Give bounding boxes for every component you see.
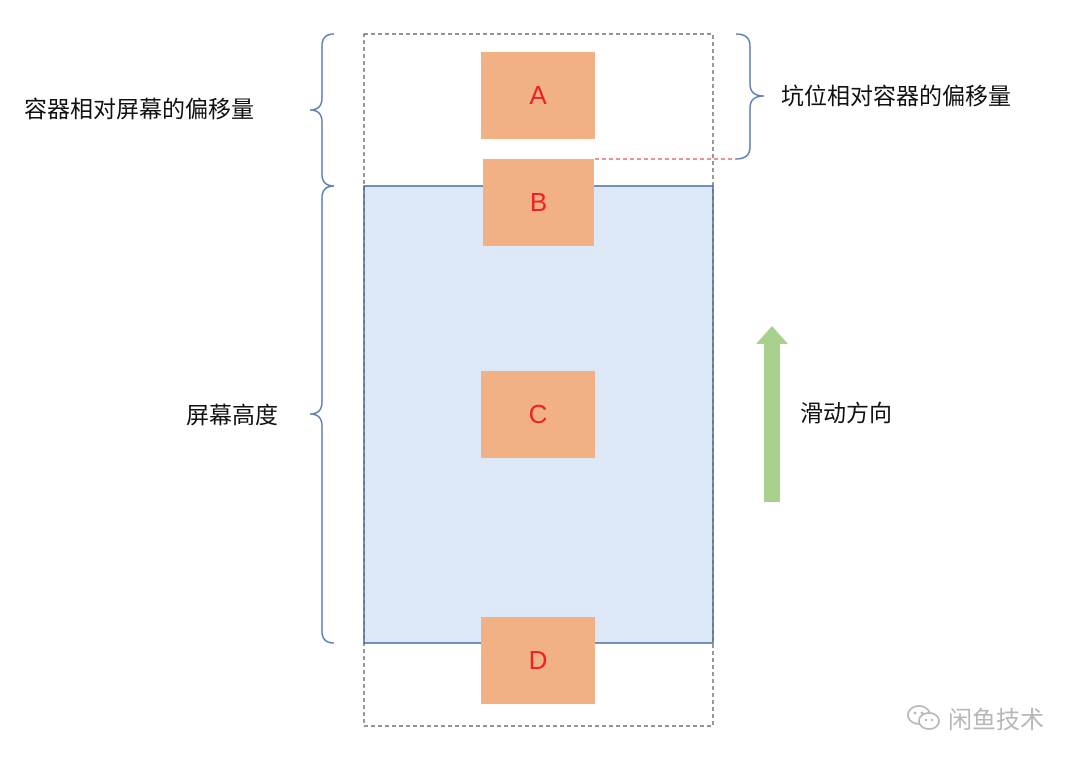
slot-box-b: B — [483, 159, 594, 246]
scroll-arrow-icon — [756, 326, 788, 502]
slot-box-b-label: B — [529, 187, 548, 217]
screen-height-label: 屏幕高度 — [186, 403, 278, 429]
slot-box-d: D — [481, 617, 595, 704]
container-outline — [363, 33, 714, 727]
wechat-icon — [907, 704, 940, 730]
scroll-direction-label: 滑动方向 — [800, 401, 892, 427]
watermark: 闲鱼技术 — [906, 700, 1044, 735]
screen-height-brace — [309, 185, 335, 644]
container-offset-label: 容器相对屏幕的偏移量 — [24, 97, 254, 123]
slot-box-d-label: D — [528, 645, 548, 675]
slot-box-a: A — [481, 52, 595, 139]
container-offset-brace — [309, 33, 335, 187]
slot-offset-brace — [735, 33, 765, 160]
slot-box-c-label: C — [528, 399, 548, 429]
slot-box-c: C — [481, 371, 595, 458]
slot-offset-label: 坑位相对容器的偏移量 — [781, 84, 1011, 110]
slot-box-a-label: A — [529, 80, 547, 110]
watermark-text: 闲鱼技术 — [948, 706, 1044, 734]
